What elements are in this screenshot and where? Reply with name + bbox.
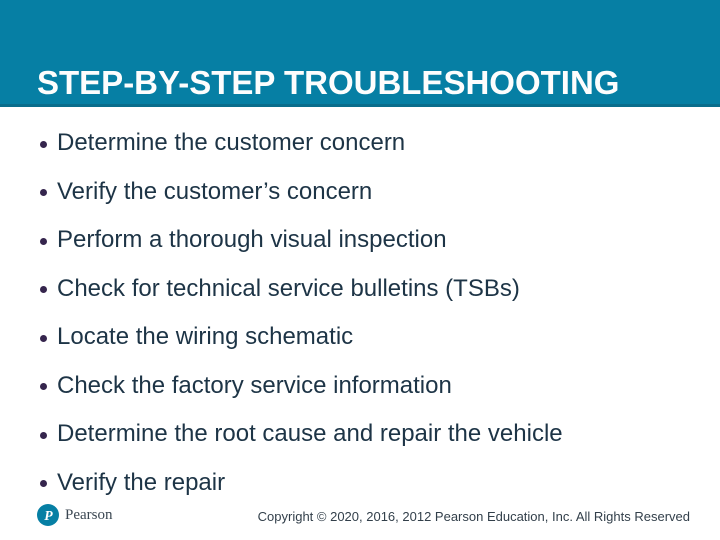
bullet-item: Verify the customer’s concern <box>40 168 563 217</box>
pearson-logo: P Pearson <box>37 504 113 526</box>
bullet-list: Determine the customer concern Verify th… <box>40 119 563 507</box>
bullet-item: Verify the repair <box>40 459 563 508</box>
bullet-text: Locate the wiring schematic <box>57 323 354 351</box>
bullet-text: Check the factory service information <box>57 371 452 399</box>
bullet-text: Determine the customer concern <box>57 129 406 157</box>
bullet-item: Determine the root cause and repair the … <box>40 410 563 459</box>
bullet-dot-icon <box>40 237 47 245</box>
bullet-item: Check the factory service information <box>40 362 563 411</box>
bullet-dot-icon <box>40 431 47 439</box>
bullet-item: Locate the wiring schematic <box>40 313 563 362</box>
copyright-text: Copyright © 2020, 2016, 2012 Pearson Edu… <box>257 509 690 524</box>
bullet-text: Verify the customer’s concern <box>57 177 373 205</box>
bullet-text: Verify the repair <box>57 468 226 496</box>
bullet-item: Determine the customer concern <box>40 119 563 168</box>
bullet-dot-icon <box>40 286 47 294</box>
pearson-p-icon: P <box>37 504 59 526</box>
bullet-item: Check for technical service bulletins (T… <box>40 265 563 314</box>
bullet-text: Perform a thorough visual inspection <box>57 226 447 254</box>
bullet-dot-icon <box>40 480 47 488</box>
bullet-dot-icon <box>40 383 47 391</box>
title-band: STEP-BY-STEP TROUBLESHOOTING <box>0 0 720 107</box>
svg-text:P: P <box>44 508 53 523</box>
bullet-text: Check for technical service bulletins (T… <box>57 274 520 302</box>
bullet-text: Determine the root cause and repair the … <box>57 420 563 448</box>
slide-title: STEP-BY-STEP TROUBLESHOOTING <box>37 64 620 101</box>
bullet-dot-icon <box>40 334 47 342</box>
pearson-wordmark: Pearson <box>65 506 113 523</box>
bullet-dot-icon <box>40 140 47 148</box>
bullet-item: Perform a thorough visual inspection <box>40 216 563 265</box>
bullet-dot-icon <box>40 189 47 197</box>
